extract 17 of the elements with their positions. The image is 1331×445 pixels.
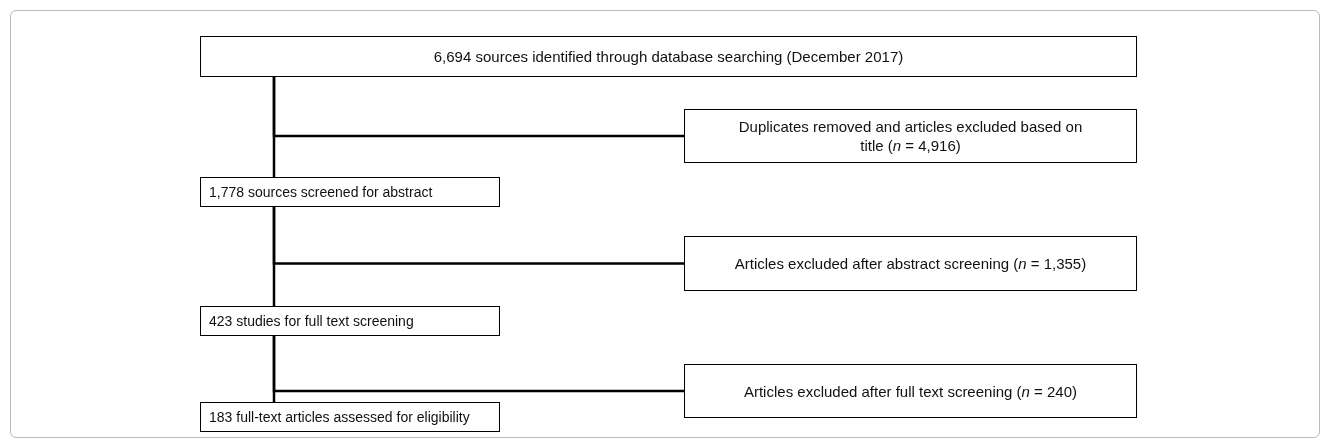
process-box bbox=[200, 306, 500, 336]
process-box bbox=[200, 402, 500, 432]
process-box bbox=[200, 36, 1137, 77]
box-text: Articles excluded after full text screening (n = 240) bbox=[742, 381, 1079, 401]
box-text: 183 full-text articles assessed for eligibility bbox=[209, 407, 470, 427]
connector-line bbox=[272, 336, 684, 393]
process-box bbox=[684, 364, 1137, 418]
box-text: 6,694 sources identified through database searching (December 2017) bbox=[432, 47, 905, 66]
process-box bbox=[684, 109, 1137, 163]
connector-line bbox=[272, 207, 684, 265]
connector-line bbox=[272, 77, 684, 138]
box-text: 1,778 sources screened for abstract bbox=[209, 182, 433, 202]
process-box bbox=[200, 177, 500, 207]
process-box bbox=[684, 236, 1137, 291]
box-text: Duplicates removed and articles excluded based on title (n = 4,916) bbox=[737, 117, 1084, 155]
box-text: Articles excluded after abstract screening (n = 1,355) bbox=[733, 254, 1088, 273]
box-text: 423 studies for full text screening bbox=[209, 311, 414, 331]
